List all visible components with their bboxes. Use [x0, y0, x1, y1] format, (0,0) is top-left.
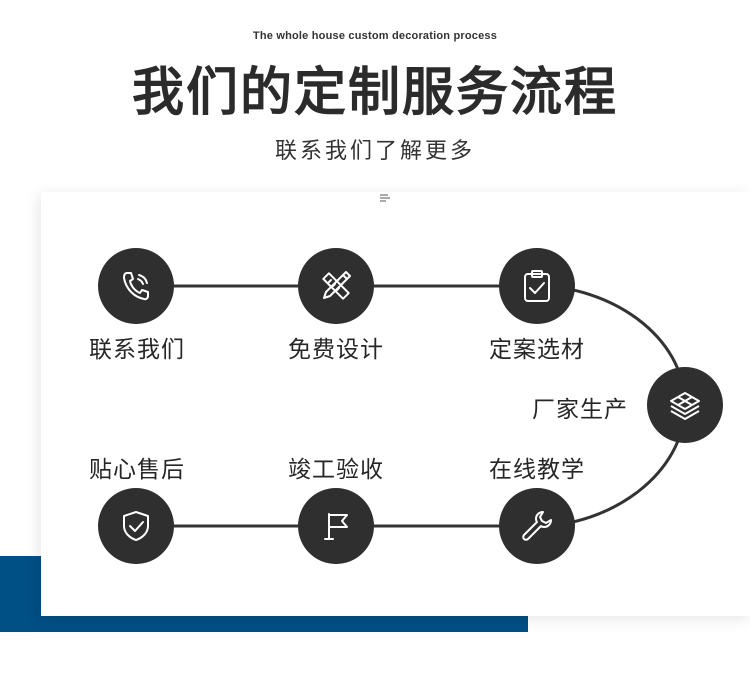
step-node-materials[interactable] [499, 248, 575, 324]
step-node-production[interactable] [647, 367, 723, 443]
wrench-icon [522, 511, 552, 541]
step-label-teaching: 在线教学 [489, 457, 585, 483]
step-label-aftersales: 贴心售后 [89, 457, 185, 483]
step-node-teaching[interactable] [499, 488, 575, 564]
step-label-design: 免费设计 [288, 337, 384, 363]
pencil-ruler-icon [322, 271, 351, 300]
step-node-design[interactable] [298, 248, 374, 324]
flag-icon [324, 513, 348, 540]
step-label-acceptance: 竣工验收 [288, 457, 384, 483]
page-title: 我们的定制服务流程 [131, 63, 618, 123]
english-subtitle: The whole house custom decoration proces… [252, 30, 498, 42]
step-node-aftersales[interactable] [98, 488, 174, 564]
phone-icon [123, 272, 149, 301]
tagline: 联系我们了解更多 [274, 139, 475, 164]
menu-icon [380, 194, 390, 202]
layers-icon [670, 392, 700, 420]
step-label-production: 厂家生产 [532, 397, 628, 423]
clipboard-check-icon [524, 270, 550, 302]
shield-check-icon [123, 511, 149, 541]
step-node-acceptance[interactable] [298, 488, 374, 564]
step-label-materials: 定案选材 [489, 337, 585, 363]
step-label-contact: 联系我们 [89, 337, 185, 363]
step-node-contact[interactable] [98, 248, 174, 324]
